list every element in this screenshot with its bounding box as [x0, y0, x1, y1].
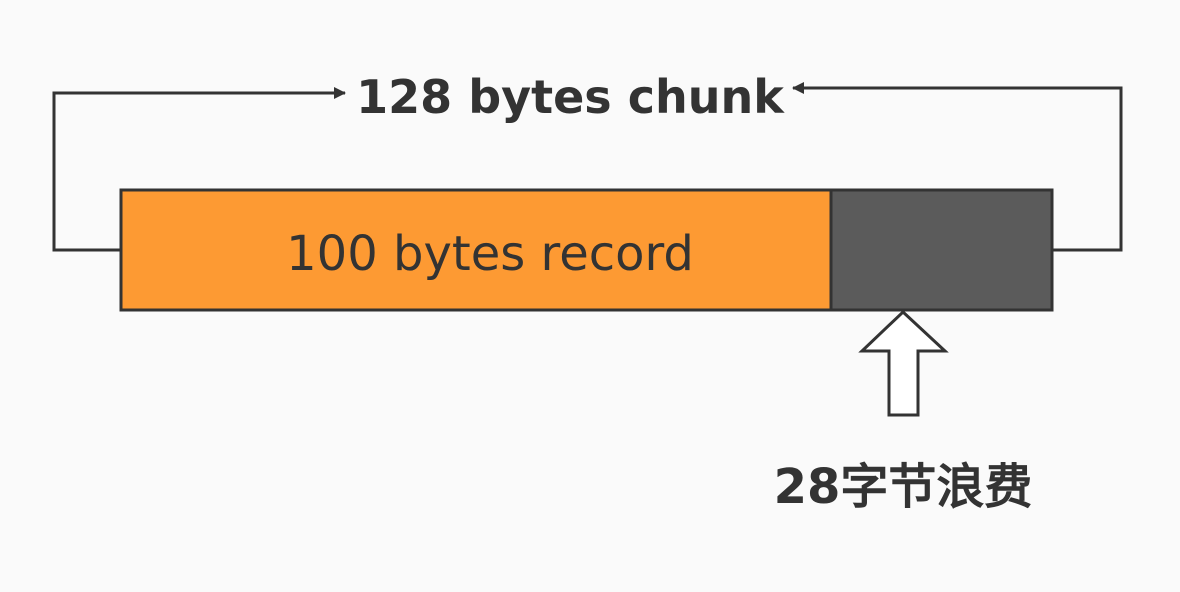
- up-arrow-icon: [858, 309, 949, 417]
- left-bracket-arrow: [52, 87, 346, 252]
- waste-label: 28字节浪费: [774, 459, 1033, 515]
- waste-segment: [829, 188, 1054, 312]
- record-segment: [119, 188, 833, 312]
- chunk-title: 128 bytes chunk: [356, 70, 785, 124]
- record-label: 100 bytes record: [286, 226, 694, 282]
- right-bracket-arrow: [792, 82, 1123, 252]
